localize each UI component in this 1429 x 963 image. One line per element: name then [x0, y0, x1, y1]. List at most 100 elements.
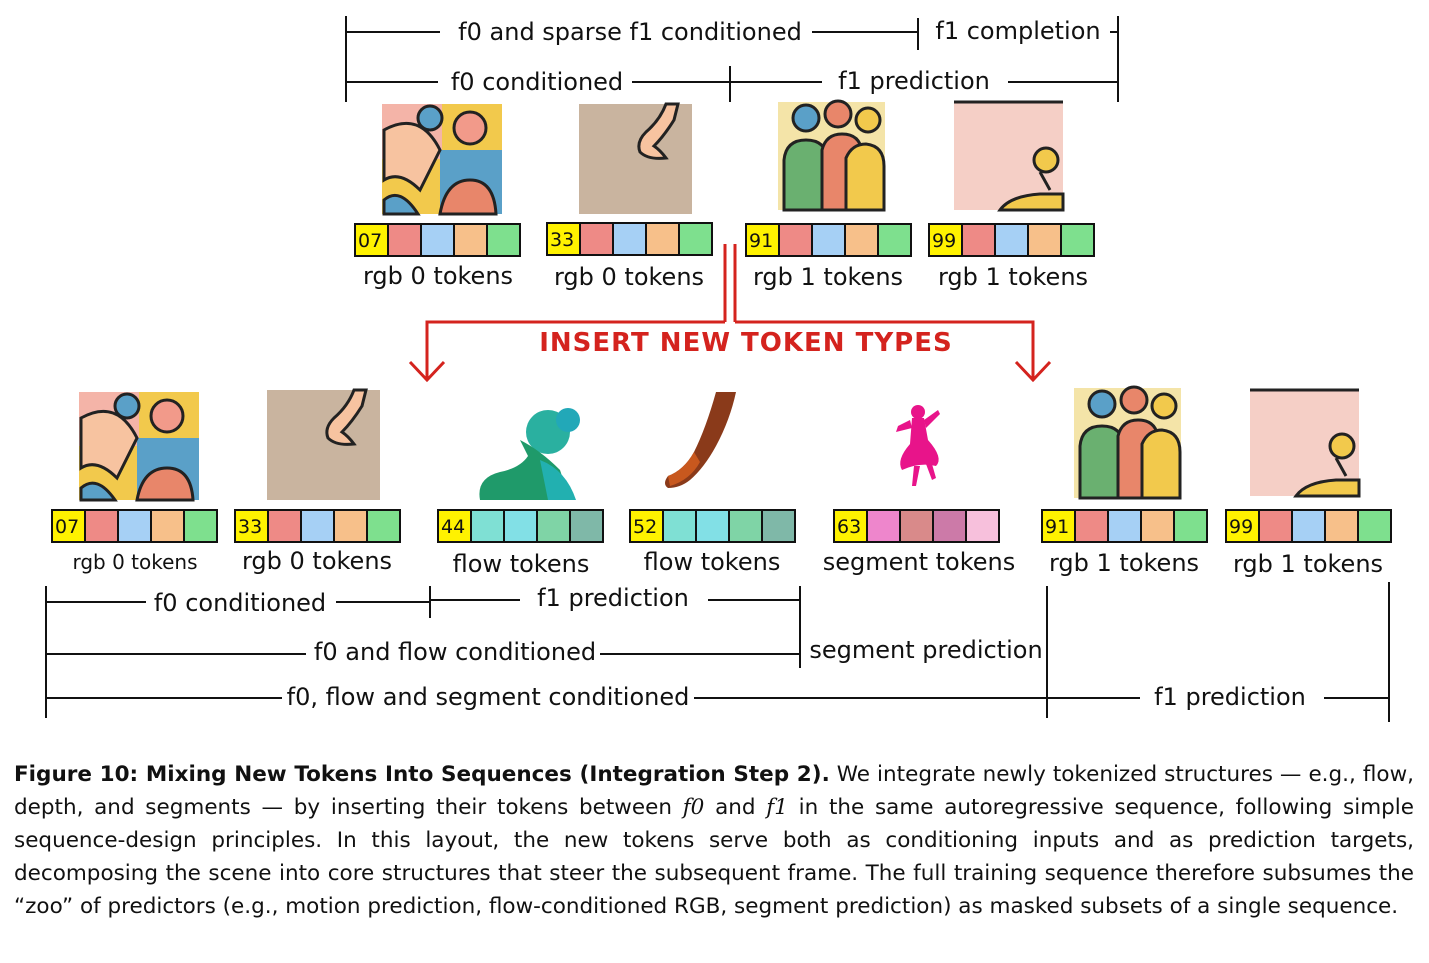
token-cell — [1107, 509, 1142, 543]
bottom-token-bars: 07 33 44 52 63 91 99 — [51, 509, 1392, 543]
index-cell — [1041, 509, 1076, 543]
token-index-label: 33 — [550, 229, 574, 251]
token-index-label: 44 — [441, 516, 465, 538]
token-cell — [536, 509, 571, 543]
thumb-flow-a — [468, 408, 580, 500]
thumb-rgb0-a — [382, 104, 502, 216]
token-cell — [420, 223, 455, 257]
figure-caption: Figure 10: Mixing New Tokens Into Sequen… — [14, 758, 1414, 923]
caption-f1: f1 — [766, 795, 788, 820]
index-cell — [546, 222, 581, 256]
bottom-label-flow-a: flow tokens — [453, 550, 590, 578]
token-cell — [486, 223, 521, 257]
caption-text-2: and — [704, 795, 767, 820]
thumb-flow-b — [660, 392, 770, 500]
token-cell — [612, 222, 647, 256]
token-cell — [965, 509, 1000, 543]
token-index-label: 52 — [633, 516, 657, 538]
bottom-brackets: f0 conditioned f1 prediction f0 and flow… — [45, 582, 1390, 722]
bottom-token-bar-1: 33 — [234, 509, 401, 543]
token-cell — [503, 509, 538, 543]
token-cell — [453, 223, 488, 257]
sequence-diagram: f0 and sparse f1 conditioned f1 completi… — [45, 16, 1392, 722]
token-cell — [117, 509, 152, 543]
bottom-group-labels: rgb 0 tokens rgb 0 tokens flow tokens fl… — [72, 547, 1383, 578]
token-cell — [866, 509, 901, 543]
bottom-label-rgb0-a: rgb 0 tokens — [72, 550, 197, 574]
token-cell — [150, 509, 185, 543]
token-cell — [961, 223, 996, 257]
bracket-bottom-f1-prediction-2: f1 prediction — [1154, 683, 1306, 711]
bottom-token-bar-4: 63 — [833, 509, 1000, 543]
token-cell — [899, 509, 934, 543]
bracket-f0-conditioned: f0 conditioned — [451, 68, 623, 96]
bracket-bottom-f0-conditioned: f0 conditioned — [154, 589, 326, 617]
insert-arrows — [408, 244, 1052, 383]
bracket-f0-flow-conditioned: f0 and flow conditioned — [314, 638, 596, 666]
token-cell — [695, 509, 730, 543]
index-cell — [234, 509, 269, 543]
token-cell — [761, 509, 796, 543]
index-cell — [928, 223, 963, 257]
thumb-bottom-rgb0-a — [79, 392, 199, 502]
bottom-token-bar-0: 07 — [51, 509, 218, 543]
token-index-label: 91 — [1045, 516, 1069, 538]
top-token-bar-0: 07 — [354, 223, 521, 257]
thumb-segment — [896, 405, 940, 486]
token-cell — [844, 223, 879, 257]
thumb-rgb1-a — [778, 99, 886, 212]
bracket-f0-sparse-f1-conditioned: f0 and sparse f1 conditioned — [458, 18, 802, 46]
index-cell — [745, 223, 780, 257]
bracket-f1-prediction: f1 prediction — [838, 67, 990, 95]
bottom-label-rgb0-b: rgb 0 tokens — [242, 547, 392, 575]
token-cell — [569, 509, 604, 543]
bottom-label-flow-b: flow tokens — [644, 548, 781, 576]
caption-text-1: We integrate newly tokenized structures … — [14, 762, 1414, 820]
token-cell — [1258, 509, 1293, 543]
token-cell — [470, 509, 505, 543]
bottom-token-bar-2: 44 — [437, 509, 604, 543]
token-cell — [1027, 223, 1062, 257]
token-cell — [1291, 509, 1326, 543]
bracket-f0-flow-segment-conditioned: f0, flow and segment conditioned — [287, 683, 690, 711]
bottom-label-segment: segment tokens — [823, 548, 1016, 576]
token-cell — [1173, 509, 1208, 543]
top-token-bars: 07 33 91 99 — [354, 222, 1095, 257]
top-group-labels: rgb 0 tokens rgb 0 tokens rgb 1 tokens r… — [363, 262, 1088, 291]
token-cell — [1060, 223, 1095, 257]
token-cell — [267, 509, 302, 543]
token-index-label: 07 — [358, 230, 382, 252]
top-label-rgb1-b: rgb 1 tokens — [938, 263, 1088, 291]
token-cell — [811, 223, 846, 257]
token-cell — [183, 509, 218, 543]
top-token-bar-1: 33 — [546, 222, 713, 256]
token-index-label: 91 — [749, 230, 773, 252]
thumb-bottom-rgb1-a — [1074, 385, 1182, 500]
insert-new-token-types-label: INSERT NEW TOKEN TYPES — [539, 328, 952, 358]
index-cell — [833, 509, 868, 543]
token-cell — [662, 509, 697, 543]
caption-title: Figure 10: Mixing New Tokens Into Sequen… — [14, 762, 830, 787]
token-cell — [84, 509, 119, 543]
token-cell — [1140, 509, 1175, 543]
token-cell — [994, 223, 1029, 257]
top-label-rgb0-b: rgb 0 tokens — [554, 263, 704, 291]
token-index-label: 99 — [932, 230, 956, 252]
bottom-label-rgb1-a: rgb 1 tokens — [1049, 549, 1199, 577]
thumb-rgb0-b — [579, 102, 692, 214]
top-token-bar-2: 91 — [745, 223, 912, 257]
thumb-bottom-rgb0-b — [267, 388, 380, 500]
bottom-label-rgb1-b: rgb 1 tokens — [1233, 550, 1383, 578]
token-cell — [877, 223, 912, 257]
token-cell — [1324, 509, 1359, 543]
token-index-label: 07 — [55, 516, 79, 538]
bracket-f1-completion: f1 completion — [935, 17, 1100, 45]
top-brackets: f0 and sparse f1 conditioned f1 completi… — [345, 16, 1119, 102]
index-cell — [51, 509, 86, 543]
token-index-label: 99 — [1229, 516, 1253, 538]
caption-text-3: in the same autoregressive sequence, fol… — [14, 795, 1415, 919]
token-cell — [1074, 509, 1109, 543]
token-cell — [645, 222, 680, 256]
bottom-token-bar-6: 99 — [1225, 509, 1392, 543]
bracket-segment-prediction: segment prediction — [809, 636, 1042, 664]
